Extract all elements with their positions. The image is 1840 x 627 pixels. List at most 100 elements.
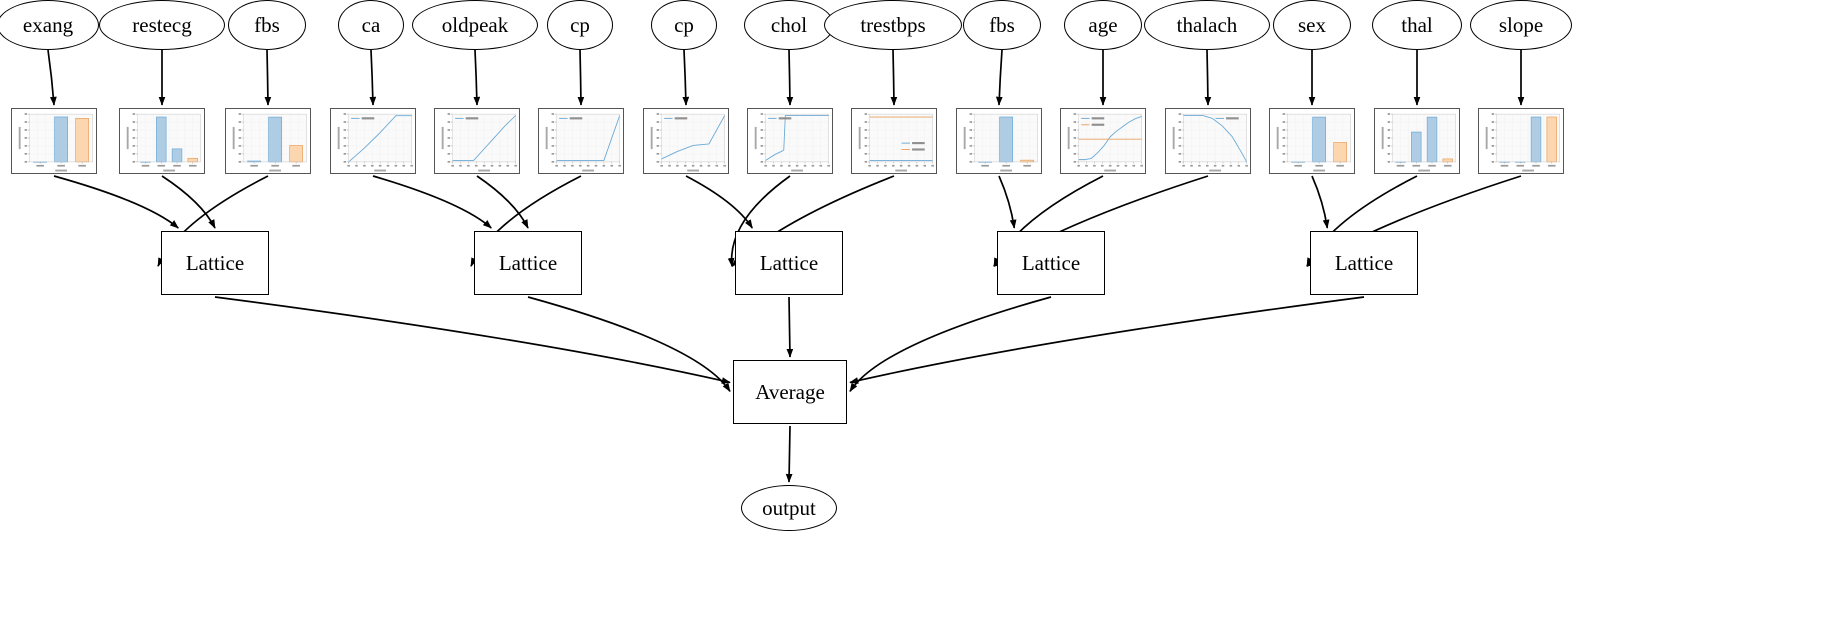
bar-1 <box>1312 116 1326 163</box>
calibrator-plot-chol <box>747 108 833 174</box>
calibrator-chart <box>120 109 204 173</box>
y-axis-label <box>1276 126 1279 150</box>
edge-calibrator-to-lattice-12 <box>1311 175 1330 229</box>
calibrator-plot-cp <box>538 108 624 174</box>
edge-input-to-calibrator-0 <box>47 49 57 106</box>
y-axis-label <box>754 126 757 150</box>
bar-missing <box>75 117 89 163</box>
lattice-node-1[interactable]: Lattice <box>474 231 582 295</box>
edge-calibrator-to-lattice-0 <box>53 175 179 229</box>
calibrator-plot-slope <box>1478 108 1564 174</box>
input-node-fbs[interactable]: fbs <box>963 0 1041 50</box>
calibrator-plot-trestbps <box>851 108 937 174</box>
edge-input-to-calibrator-11 <box>1204 49 1212 106</box>
y-axis-label <box>1381 126 1384 150</box>
series-calibrated <box>1183 115 1248 163</box>
input-node-cp[interactable]: cp <box>547 0 613 50</box>
input-node-oldpeak[interactable]: oldpeak <box>412 0 538 50</box>
calibrator-chart <box>1061 109 1145 173</box>
calibrator-plot-thal <box>1374 108 1460 174</box>
edge-input-to-calibrator-6 <box>682 49 690 106</box>
calibrator-plot-fbs <box>225 108 311 174</box>
input-node-slope[interactable]: slope <box>1470 0 1572 50</box>
calibrator-chart <box>435 109 519 173</box>
input-node-fbs[interactable]: fbs <box>228 0 306 50</box>
calibrator-chart <box>1166 109 1250 173</box>
edge-input-to-calibrator-4 <box>473 49 481 106</box>
input-node-label: cp <box>674 12 694 37</box>
bar-missing <box>1442 158 1453 163</box>
calibrator-plot-cp <box>643 108 729 174</box>
calibrator-chart <box>748 109 832 173</box>
y-axis-label <box>545 126 548 150</box>
input-node-ca[interactable]: ca <box>338 0 404 50</box>
bar-2 <box>1530 116 1542 163</box>
input-node-label: oldpeak <box>441 12 509 37</box>
lattice-label: Lattice <box>185 250 245 275</box>
input-node-label: ca <box>361 12 381 37</box>
y-axis-label <box>1172 126 1175 150</box>
calibrator-plot-thalach <box>1165 108 1251 174</box>
series-calibrated <box>1078 115 1143 161</box>
edge-lattice-to-average-3 <box>849 296 1052 393</box>
edge-input-to-calibrator-9 <box>995 49 1003 106</box>
input-node-label: chol <box>770 12 808 37</box>
bar-missing <box>1546 116 1557 163</box>
input-node-exang[interactable]: exang <box>0 0 99 50</box>
y-axis-label <box>232 126 235 150</box>
edge-calibrator-to-lattice-1 <box>161 175 216 229</box>
lattice-node-4[interactable]: Lattice <box>1310 231 1418 295</box>
series-calibrated <box>452 115 517 161</box>
input-node-sex[interactable]: sex <box>1273 0 1351 50</box>
y-axis-label <box>1485 126 1488 150</box>
input-node-thal[interactable]: thal <box>1372 0 1462 50</box>
edge-input-to-calibrator-7 <box>786 49 794 106</box>
y-axis-label <box>18 126 21 150</box>
lattice-node-3[interactable]: Lattice <box>997 231 1105 295</box>
y-axis-label <box>963 126 966 150</box>
edge-lattice-to-average-0 <box>214 296 731 384</box>
calibrator-chart <box>644 109 728 173</box>
calibrator-plot-fbs <box>956 108 1042 174</box>
input-node-thalach[interactable]: thalach <box>1144 0 1270 50</box>
edge-input-to-calibrator-2 <box>264 49 272 106</box>
input-node-label: sex <box>1298 12 1326 37</box>
calibrator-chart <box>1479 109 1563 173</box>
lattice-node-2[interactable]: Lattice <box>735 231 843 295</box>
input-node-restecg[interactable]: restecg <box>99 0 225 50</box>
bar-fixed <box>1411 131 1422 163</box>
edge-lattice-to-average-4 <box>849 296 1365 384</box>
bar-missing <box>187 157 198 163</box>
average-label: Average <box>755 379 825 404</box>
input-node-label: cp <box>570 12 590 37</box>
input-node-cp[interactable]: cp <box>651 0 717 50</box>
y-axis-label <box>650 126 653 150</box>
input-node-label: slope <box>1498 12 1544 37</box>
lattice-node-0[interactable]: Lattice <box>161 231 269 295</box>
input-node-label: restecg <box>132 12 192 37</box>
edge-calibrator-to-lattice-3 <box>372 175 492 229</box>
input-node-label: fbs <box>989 12 1015 37</box>
calibrator-chart <box>12 109 96 173</box>
bar-2 <box>171 148 183 163</box>
edge-lattice-to-average-2 <box>786 296 794 358</box>
edge-input-to-calibrator-5 <box>577 49 585 106</box>
calibrator-plot-oldpeak <box>434 108 520 174</box>
edge-input-to-calibrator-3 <box>369 49 377 106</box>
input-node-label: exang <box>22 12 74 37</box>
input-node-trestbps[interactable]: trestbps <box>824 0 962 50</box>
edge-input-to-calibrator-8 <box>890 49 898 106</box>
input-node-age[interactable]: age <box>1064 0 1142 50</box>
y-axis-label <box>337 126 340 150</box>
edge-calibrator-to-lattice-9 <box>998 175 1017 229</box>
series-calibrated <box>556 115 621 161</box>
input-node-chol[interactable]: chol <box>744 0 834 50</box>
bar-1 <box>268 116 282 163</box>
average-node[interactable]: Average <box>733 360 847 424</box>
output-node[interactable]: output <box>741 485 837 531</box>
calibrator-plot-ca <box>330 108 416 174</box>
calibrator-plot-sex <box>1269 108 1355 174</box>
y-axis-label <box>441 126 444 150</box>
calibrator-plot-restecg <box>119 108 205 174</box>
